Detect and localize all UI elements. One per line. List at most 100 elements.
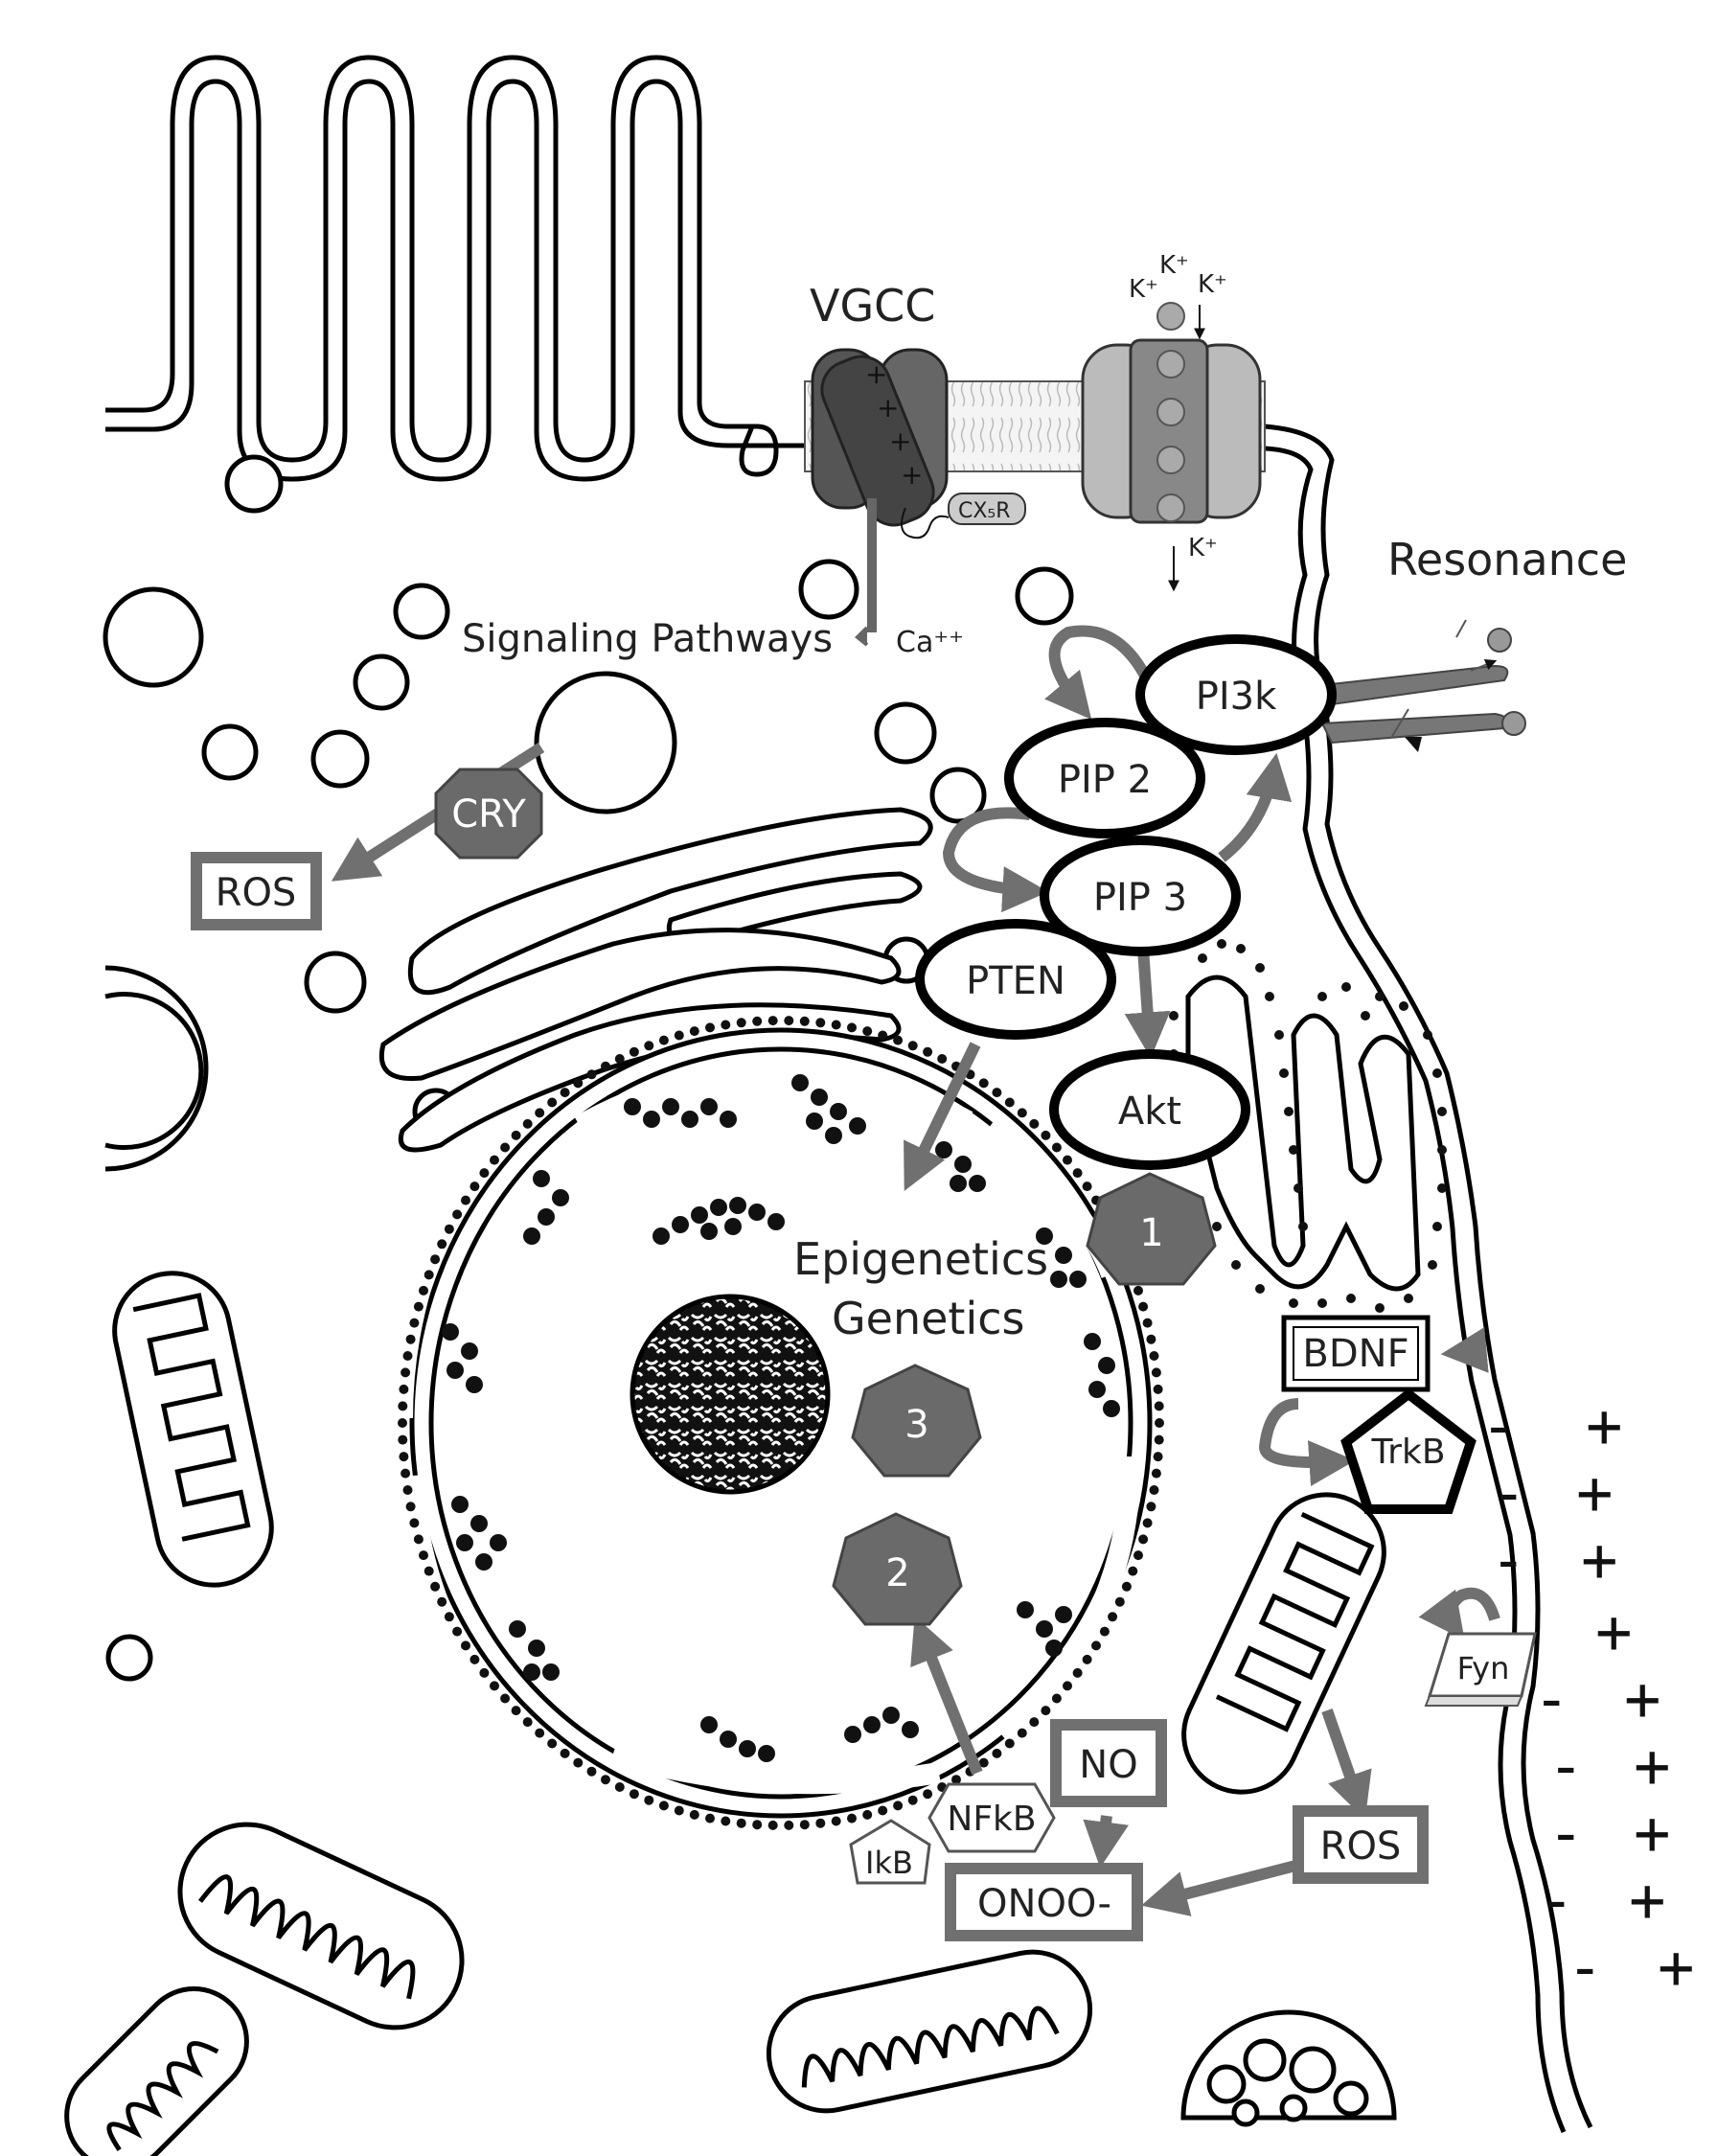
- ribosome-dot: [424, 1566, 434, 1576]
- ribosome-dot: [1133, 1550, 1143, 1561]
- vesicles: [103, 454, 1074, 1682]
- ribosome-dot: [689, 1809, 699, 1820]
- ribosome-dot: [402, 1351, 413, 1361]
- ros-right-label: ROS: [1320, 1824, 1402, 1869]
- negative-charge: -: [1490, 1458, 1527, 1529]
- epigenetics-label: Epigenetics: [793, 1233, 1048, 1285]
- ribosome-dot: [1121, 1581, 1132, 1592]
- ribosome-dot: [452, 1209, 463, 1220]
- mitochondrion-left: [112, 1271, 274, 1588]
- ca-ion-label: Ca⁺⁺: [896, 626, 964, 659]
- ribosome-dot: [689, 1026, 699, 1037]
- ribosome-dot: [705, 1813, 715, 1823]
- step-3-marker: 3: [851, 1364, 982, 1478]
- mitochondrion-bottom-left: [177, 1822, 465, 2030]
- ribosome-dot: [1153, 1452, 1163, 1462]
- ribosome-dot: [573, 1078, 584, 1089]
- ribosome-dot: [409, 1318, 420, 1328]
- ribosome-dot: [1142, 1518, 1153, 1528]
- ribosome-dot: [1099, 1626, 1110, 1637]
- pten-node: PTEN: [915, 919, 1116, 1040]
- ribosome-dot: [1072, 1667, 1083, 1678]
- ribosome-dot: [923, 1046, 933, 1057]
- ribosome-dot: [419, 1550, 428, 1561]
- multivesicular-body: [1180, 2009, 1397, 2127]
- ribosome-dot: [437, 1596, 447, 1607]
- ribosome-dot: [461, 1640, 470, 1651]
- ribosome-dot: [1146, 1502, 1156, 1512]
- ribosome-dot: [815, 1818, 826, 1828]
- ribosome-dot: [437, 1239, 447, 1250]
- ribosome-dot: [992, 1748, 1002, 1758]
- ribosome-dot: [560, 1088, 570, 1098]
- ribosome-dot: [1108, 1612, 1118, 1622]
- ribosome-dot: [767, 1016, 778, 1026]
- positive-charge: +: [1586, 1391, 1623, 1462]
- ribosome-dot: [992, 1088, 1002, 1098]
- ribosome-dot: [424, 1270, 434, 1280]
- positive-charge: +: [1629, 1866, 1666, 1937]
- ribosome-dot: [469, 1181, 480, 1192]
- trkb-label: TrkB: [1370, 1433, 1445, 1472]
- ribosome-dot: [1063, 1155, 1072, 1165]
- negative-charge: -: [1538, 1866, 1575, 1937]
- ribosome-dot: [461, 1195, 470, 1205]
- k-ion-label-3: K⁺: [1198, 270, 1227, 299]
- ribosome-dot: [601, 1775, 610, 1785]
- potassium-channel: [1081, 302, 1262, 592]
- ribosome-dot: [1149, 1351, 1159, 1361]
- ribosome-dot: [1138, 1301, 1149, 1312]
- signaling-pathways-label: Signaling Pathways: [462, 617, 833, 661]
- ribosome-dot: [1155, 1418, 1164, 1428]
- ribosome-dot: [674, 1030, 684, 1041]
- membrane-charges: -+-+-++-+-+-+-+-+: [1480, 1391, 1695, 2004]
- ribosome-dot: [752, 1820, 763, 1830]
- ribosome-dot: [752, 1016, 763, 1026]
- step-2-label: 2: [885, 1551, 909, 1595]
- akt-label: Akt: [1118, 1089, 1181, 1134]
- mitochondria: [64, 1271, 1386, 2156]
- resonance-receptor: [1320, 619, 1526, 752]
- resonance-label: Resonance: [1387, 534, 1627, 585]
- step-1-label: 1: [1139, 1211, 1163, 1255]
- nfkb-marker: NFkB: [927, 1782, 1056, 1853]
- onoo-box: ONOO-: [945, 1863, 1143, 1941]
- ribosome-dot: [1091, 1640, 1101, 1651]
- ribosome-dot: [398, 1401, 408, 1411]
- cry-label: CRY: [451, 792, 526, 837]
- ribosome-dot: [1151, 1468, 1161, 1479]
- bdnf-box: BDNF: [1281, 1315, 1431, 1392]
- ribosome-dot: [522, 1118, 533, 1129]
- ribosome-dot: [1146, 1334, 1156, 1344]
- ros-box-right: ROS: [1293, 1805, 1429, 1884]
- ribosome-dot: [547, 1097, 558, 1108]
- ribosome-dot: [1072, 1168, 1083, 1179]
- ribosome-dot: [573, 1757, 584, 1768]
- ribosome-dot: [878, 1030, 888, 1041]
- ribosome-dot: [721, 1816, 731, 1826]
- mitochondrion-center-right: [1181, 1492, 1386, 1795]
- ribosome-dot: [399, 1384, 409, 1394]
- positive-charge: +: [1624, 1664, 1661, 1735]
- ribosome-dot: [614, 1782, 625, 1792]
- ribosome-dot: [586, 1766, 597, 1777]
- ribosome-dot: [644, 1795, 654, 1805]
- fyn-marker: Fyn: [1424, 1632, 1537, 1707]
- ribosome-dot: [1051, 1142, 1062, 1153]
- ribosome-dot: [490, 1155, 499, 1165]
- mitochondrion-corner: [64, 1986, 249, 2156]
- ribosome-dot: [1138, 1534, 1149, 1545]
- ribosome-dot: [1153, 1384, 1163, 1394]
- step-2-marker: 2: [832, 1512, 963, 1626]
- ribosome-dot: [401, 1468, 411, 1479]
- golgi-apparatus: [379, 807, 933, 1153]
- no-label: NO: [1079, 1743, 1137, 1787]
- ribosome-dot: [847, 1022, 857, 1033]
- ribosome-dot: [1029, 1118, 1040, 1129]
- ribosome-dot: [674, 1805, 684, 1816]
- onoo-label: ONOO-: [977, 1882, 1111, 1926]
- step-1-marker: 1: [1086, 1172, 1217, 1286]
- mitochondrion-bottom-center: [766, 1949, 1093, 2114]
- ribosome-dot: [586, 1069, 597, 1080]
- genetics-label: Genetics: [832, 1293, 1024, 1344]
